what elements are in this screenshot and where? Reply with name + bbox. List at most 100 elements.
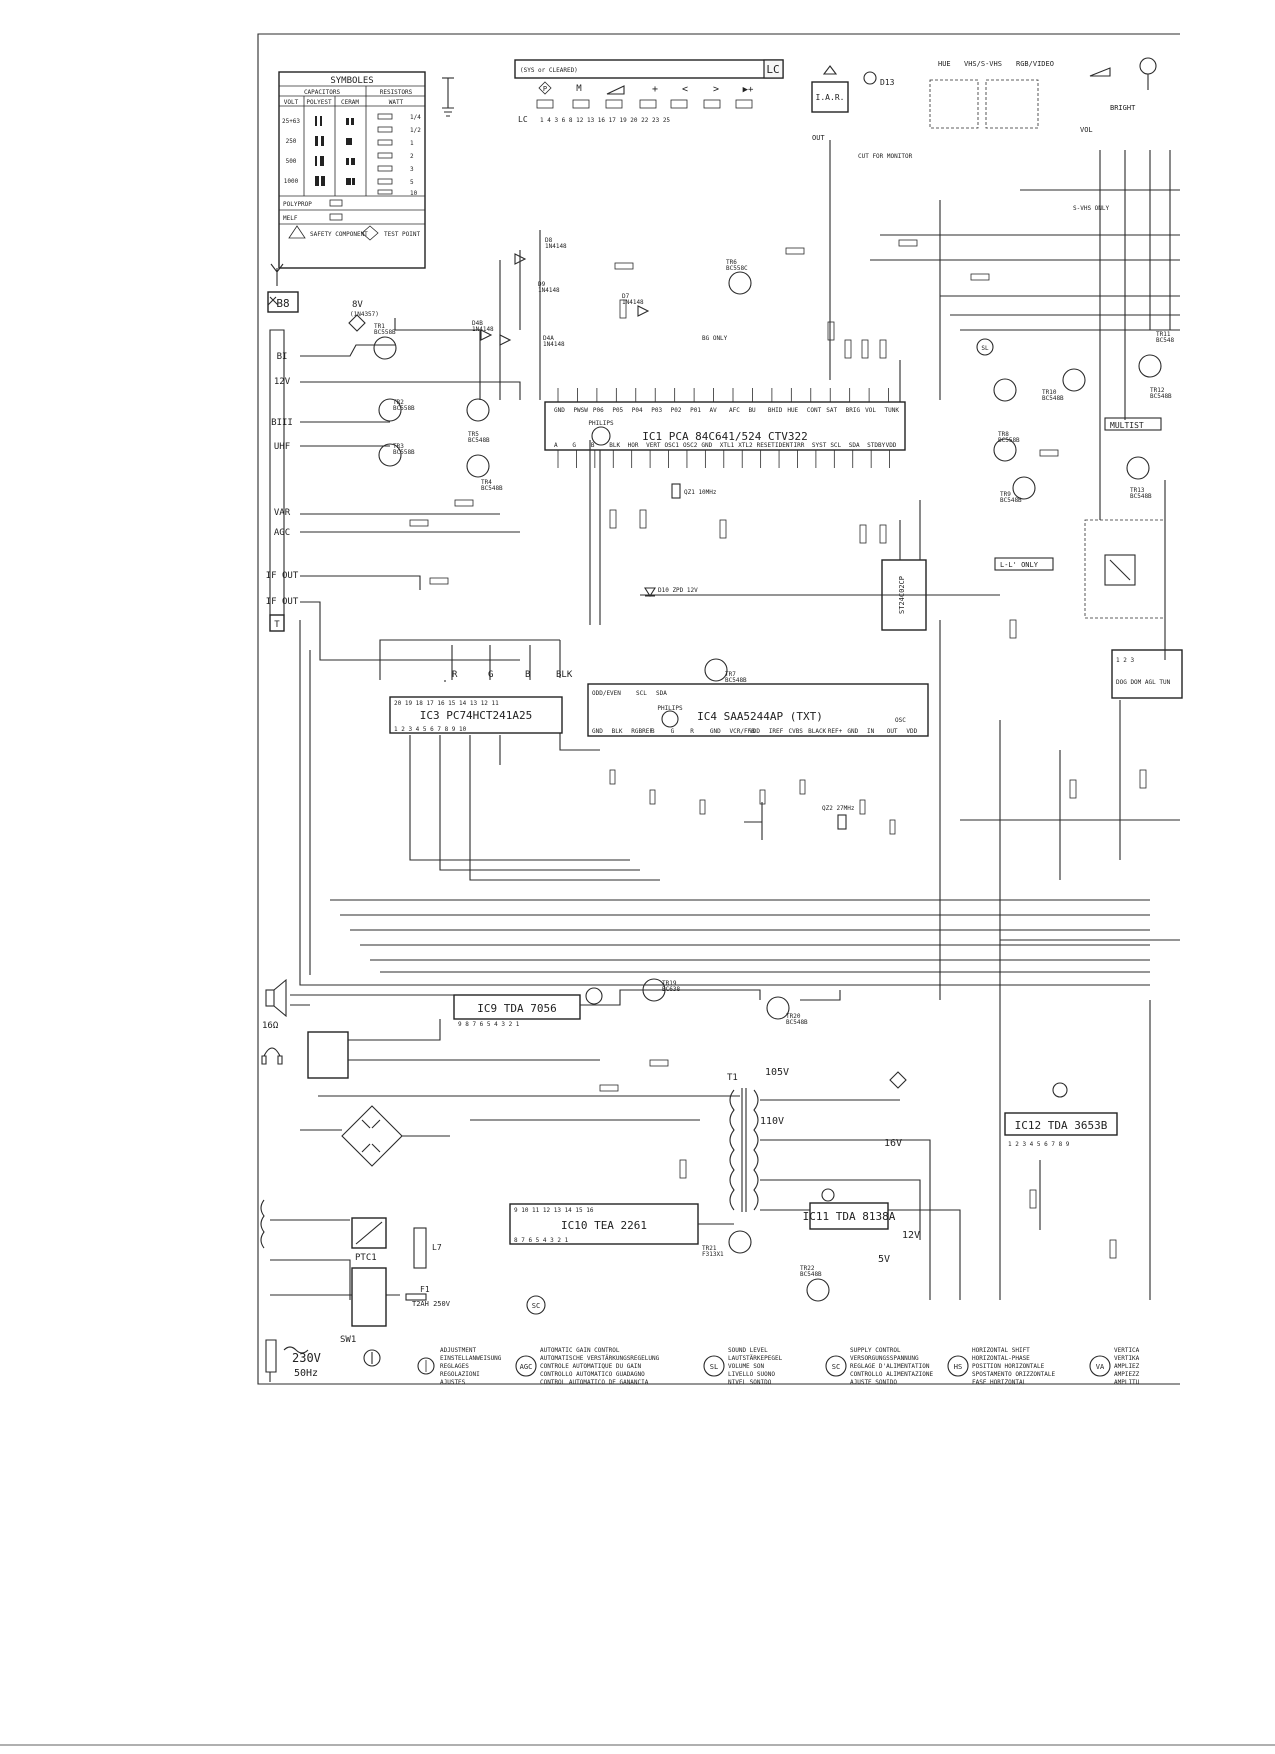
legend-line: CONTROLLO ALIMENTAZIONE xyxy=(850,1371,933,1378)
v105-label: 105V xyxy=(765,1067,789,1078)
ic4-philips: PHILIPS xyxy=(657,705,683,712)
speaker-imp: 16Ω xyxy=(262,1021,279,1031)
fuse-value: T2AH 250V xyxy=(412,1300,451,1308)
speaker-icon: 16Ω xyxy=(262,978,287,1031)
ic1-top-pin: P02 xyxy=(671,407,682,414)
lc-switch-contacts xyxy=(536,99,753,109)
v12-supply-label: 12V xyxy=(902,1230,920,1241)
ic4-bottom-pin: R xyxy=(690,728,694,735)
ic1-bottom-pin: SYST xyxy=(812,442,827,449)
hue-label: HUE xyxy=(938,60,951,68)
svg-text:BC548B: BC548B xyxy=(1150,393,1172,400)
svg-text:8 7 6 5 4 3 2 1: 8 7 6 5 4 3 2 1 xyxy=(514,1237,569,1244)
v5-supply-label: 5V xyxy=(878,1254,890,1265)
power-icon xyxy=(363,1349,381,1367)
ic1-top-pin: BHID xyxy=(768,407,783,414)
svg-text:D4A: D4A xyxy=(543,335,554,342)
legend-symbol-circle xyxy=(1089,1355,1111,1377)
tuner-transistors xyxy=(373,336,490,478)
ic1-top-pin: P05 xyxy=(612,407,623,414)
tuner-pin-var: VAR xyxy=(274,508,291,518)
ic3-buffer: IC3 PC74HCT241A25 20 19 18 17 16 15 14 1… xyxy=(389,696,563,734)
svg-text:TR12: TR12 xyxy=(1150,387,1165,394)
volt-8-label: 8V xyxy=(352,300,363,310)
ic4-bottom-pin: RGBREF xyxy=(631,728,653,735)
ic1-top-pin: GND xyxy=(554,407,565,414)
legend-symbol-circle xyxy=(947,1355,969,1377)
legend-line: CONTROL AUTOMATICO DE GANANCIA xyxy=(540,1379,649,1386)
svg-text:D9: D9 xyxy=(538,281,546,288)
legend-symbol: VA xyxy=(1096,1363,1105,1371)
rgb-bus-wiring xyxy=(299,440,1150,986)
lc-buttons: P M + < > ▶+ xyxy=(538,81,754,95)
ic1-top-pin: HUE xyxy=(787,407,798,414)
iar-label: I.A.R. xyxy=(816,93,845,102)
ic1-top-pin: P04 xyxy=(632,407,643,414)
ic1-bottom-pin: XTL2 xyxy=(738,442,753,449)
bright-label: BRIGHT xyxy=(1110,104,1136,112)
legend-line: AUTOMATISCHE VERSTÄRKUNGSREGELUNG xyxy=(540,1355,660,1362)
svg-text:TR5: TR5 xyxy=(468,431,479,438)
ic1-top-pin: P06 xyxy=(593,407,604,414)
svg-text:1 4 3 6 8 12 13 16 1: 1 4 3 6 8 12 13 16 17 19 20 22 23 25 xyxy=(540,117,670,124)
ic4-bottom-pin: IREF xyxy=(769,728,784,735)
ic1-top-pin: CONT xyxy=(807,407,822,414)
ic1-bottom-pin: OSC2 xyxy=(683,442,698,449)
right-edge-wiring xyxy=(829,140,1180,1000)
bridge-rectifier xyxy=(341,1105,403,1167)
legend-head-capacitors: CAPACITORS xyxy=(304,89,341,96)
svg-text:TR20: TR20 xyxy=(786,1013,801,1020)
ic4-top-pin: SDA xyxy=(656,690,667,697)
ic1-top-pin: P03 xyxy=(651,407,662,414)
svg-text:BC558B: BC558B xyxy=(393,449,415,456)
d13-label: D13 xyxy=(880,78,895,87)
svg-text:TR2: TR2 xyxy=(393,399,404,406)
legend-volt-3: 1000 xyxy=(284,178,299,185)
legend-line: AMPLITU xyxy=(1114,1379,1140,1386)
legend-line: CONTROLE AUTOMATIQUE DU GAIN xyxy=(540,1363,642,1370)
rgb-letter-g: G xyxy=(488,670,493,680)
svg-text:1N4148: 1N4148 xyxy=(543,341,565,348)
lc-label-left: LC xyxy=(518,115,528,124)
right-transistors xyxy=(993,354,1162,500)
legend-head-resistors: RESISTORS xyxy=(380,89,413,96)
ic1-top-pin: BRIG xyxy=(846,407,861,414)
test-point-icon xyxy=(361,225,379,241)
ic1-bottom-pin: RESET xyxy=(757,442,775,449)
ic4-top-pin: SCL xyxy=(636,690,647,697)
svg-text:BC558B: BC558B xyxy=(998,437,1020,444)
ic4-bottom-pin: IN xyxy=(867,728,875,735)
sl-test-label: SL xyxy=(981,345,989,352)
svg-text:TR19: TR19 xyxy=(662,980,677,987)
tuner-pin-bi: BI xyxy=(277,352,288,362)
legend-line: SPOSTAMENTO ORIZZONTALE xyxy=(972,1371,1055,1378)
vhs-label: VHS/S-VHS xyxy=(964,60,1002,68)
svg-text:TR6: TR6 xyxy=(726,259,737,266)
audio-wiring xyxy=(290,989,841,1061)
ic1-pin-wires xyxy=(557,388,890,468)
ic1-top-pin: PWSW xyxy=(573,407,588,414)
ic1-philips: PHILIPS xyxy=(588,420,614,427)
ic1-top-pin: P01 xyxy=(690,407,701,414)
legend-line: REGOLAZIONI xyxy=(440,1371,480,1378)
vol-label: VOL xyxy=(1080,126,1093,134)
l-only-label: L-L' ONLY xyxy=(1000,561,1039,569)
ic1-bottom-pin: SCL xyxy=(830,442,841,449)
volt-8-note: (1N4357) xyxy=(350,311,379,318)
misc-resistors xyxy=(409,239,1147,1259)
svg-text:M: M xyxy=(576,84,582,94)
mains-plug-icon xyxy=(265,1339,277,1382)
t1-label: T1 xyxy=(727,1073,738,1083)
iar-out-label: OUT xyxy=(812,134,825,142)
svg-text:1N4148: 1N4148 xyxy=(538,287,560,294)
ic4-bottom-pin: BLACK xyxy=(808,728,826,735)
ic10-psu-controller: IC10 TEA 2261 9 10 11 12 13 14 15 16 8 7… xyxy=(509,1203,699,1245)
ic1-bottom-pin: HOR xyxy=(628,442,639,449)
legend-line: NIVEL SONIDO xyxy=(728,1379,772,1386)
svg-text:TR7: TR7 xyxy=(725,671,736,678)
svg-text:1N4148: 1N4148 xyxy=(622,299,644,306)
